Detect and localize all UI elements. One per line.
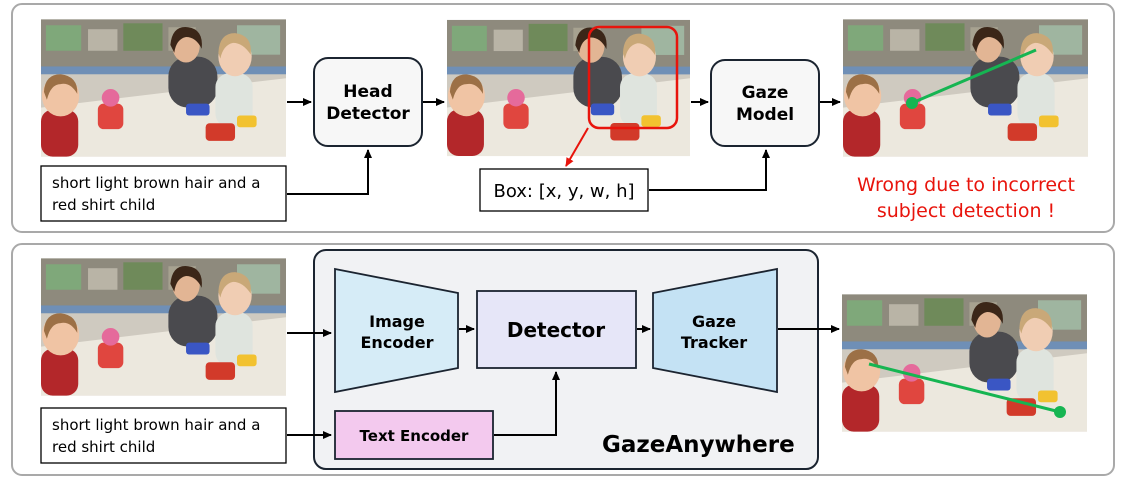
box-coordinates bbox=[479, 168, 649, 212]
detector-label: Detector bbox=[507, 318, 605, 342]
query-text-top-line1: short light brown hair and a bbox=[52, 174, 260, 192]
arrow-query-to-head-detector bbox=[287, 149, 372, 195]
image-encoder-label-line1: Image bbox=[369, 312, 425, 331]
correct-gaze-line bbox=[868, 362, 1061, 414]
query-text-box-top bbox=[40, 165, 287, 222]
head-detector-label-line1: Head bbox=[343, 82, 392, 102]
query-text-top-line2: red shirt child bbox=[52, 196, 155, 214]
image-encoder-shape bbox=[334, 267, 459, 394]
detector-box bbox=[476, 290, 637, 369]
gaze-model-box bbox=[710, 59, 820, 147]
error-message-line2: subject detection ! bbox=[877, 200, 1055, 222]
box-coordinates-label: Box: [x, y, w, h] bbox=[493, 181, 634, 202]
input-image-top bbox=[41, 19, 286, 157]
query-text-bottom-line1: short light brown hair and a bbox=[52, 416, 260, 434]
head-detector-box bbox=[313, 57, 423, 147]
image-encoder-label-line2: Encoder bbox=[361, 333, 434, 352]
text-encoder-label: Text Encoder bbox=[360, 427, 470, 445]
gaze-model-label-line2: Model bbox=[736, 105, 794, 125]
gaze-tracker-label-line1: Gaze bbox=[692, 312, 736, 331]
detected-image-top bbox=[447, 19, 690, 157]
arrow-box-to-gaze-model bbox=[649, 149, 770, 191]
wrong-gaze-target bbox=[906, 97, 918, 109]
gazeanywhere-title: GazeAnywhere bbox=[602, 432, 795, 458]
arrow-highlight-to-box bbox=[565, 127, 589, 167]
query-text-bottom-line2: red shirt child bbox=[52, 438, 155, 456]
detected-head-highlight bbox=[587, 25, 679, 130]
input-image-bottom bbox=[41, 258, 286, 396]
gaze-model-label-line1: Gaze bbox=[742, 83, 789, 103]
correct-gaze-target bbox=[1054, 406, 1066, 418]
error-message-line1: Wrong due to incorrect bbox=[857, 174, 1075, 196]
output-image-top bbox=[843, 19, 1088, 157]
text-encoder-box bbox=[334, 410, 494, 460]
head-detector-label-line2: Detector bbox=[326, 104, 410, 124]
arrow-text-encoder-to-detector bbox=[494, 371, 560, 436]
gaze-tracker-shape bbox=[652, 267, 778, 394]
query-text-box-bottom bbox=[40, 407, 287, 464]
wrong-gaze-line bbox=[911, 48, 1037, 105]
gaze-tracker-label-line2: Tracker bbox=[681, 333, 747, 352]
